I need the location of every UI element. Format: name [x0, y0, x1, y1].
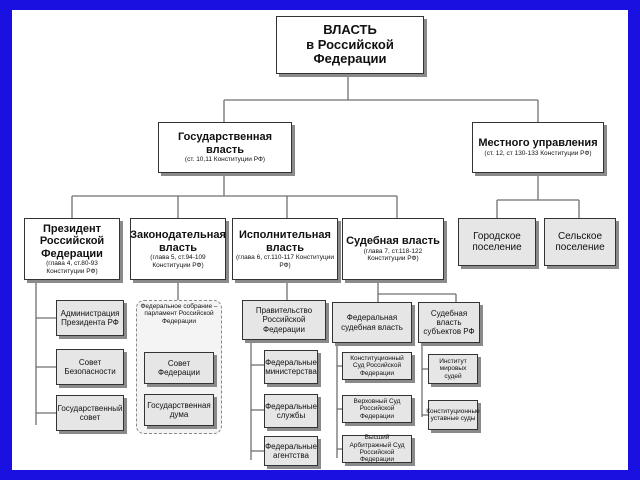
diagram-canvas: ВЛАСТЬ в Российской Федерации Государств… [12, 10, 628, 470]
root-title: ВЛАСТЬ [323, 21, 377, 37]
security-council-box: Совет Безопасности [56, 349, 124, 385]
root-power-box: ВЛАСТЬ в Российской Федерации [276, 16, 424, 74]
federal-agencies-label: Федеральные агентства [265, 441, 317, 460]
branch-legislative-title: Законодательная власть [130, 228, 226, 254]
state-power-title: Государственная власть [177, 131, 273, 156]
federal-ministries-label: Федеральные министерства [265, 357, 317, 376]
arbitration-court-label: Высший Арбитражный Суд Российской Федера… [349, 434, 405, 464]
federal-ministries-box: Федеральные министерства [264, 350, 318, 384]
federation-council-box: Совет Федерации [144, 352, 214, 384]
branch-legislative-ref: (глава 5, ст.94-109 Конституции РФ) [150, 254, 206, 269]
supreme-court-label: Верховный Суд Российской Федерации [353, 397, 401, 420]
subject-judiciary-label: Судебная власть субъектов РФ [423, 308, 475, 337]
branch-president-box: Президент Российской Федерации (глава 4,… [24, 218, 120, 280]
connector-lines [35, 74, 580, 460]
federal-judiciary-label: Федеральная судебная власть [341, 313, 403, 332]
state-duma-box: Государственная дума [144, 394, 214, 426]
state-council-label: Государственный совет [57, 403, 123, 422]
local-power-title: Местного управления [478, 137, 598, 150]
local-power-ref: (ст. 12, ст 130-133 Конституции РФ) [484, 150, 592, 158]
federal-services-box: Федеральные службы [264, 394, 318, 428]
supreme-court-box: Верховный Суд Российской Федерации [342, 395, 412, 423]
state-duma-label: Государственная дума [147, 400, 211, 419]
federal-judiciary-box: Федеральная судебная власть [332, 302, 412, 343]
branch-president-ref: (глава 4, ст.80-93 Конституции РФ) [46, 260, 98, 275]
magistrates-box: Институт мировых судей [428, 354, 478, 384]
branch-president-title: Президент Российской Федерации [39, 222, 105, 260]
constitutional-court-box: Конституционный Суд Российской Федерации [342, 352, 412, 380]
federation-council-label: Совет Федерации [158, 358, 200, 377]
government-box: Правительство Российской Федерации [242, 300, 326, 340]
state-council-box: Государственный совет [56, 395, 124, 431]
federal-services-label: Федеральные службы [265, 401, 317, 420]
branch-executive-ref: (глава 6, ст.110-117 Конституции РФ) [236, 254, 334, 269]
government-label: Правительство Российской Федерации [255, 306, 313, 334]
state-power-ref: (ст. 10,11 Конституции РФ) [184, 156, 266, 164]
constitutional-court-label: Конституционный Суд Российской Федерации [350, 354, 404, 377]
president-administration-box: Администрация Президента РФ [56, 300, 124, 336]
magistrates-label: Институт мировых судей [439, 357, 467, 380]
local-item-urban-label: Городское поселение [472, 230, 522, 254]
federal-assembly-label: Федеральное собрание – парламент Российс… [140, 303, 218, 325]
branch-judicial-ref: (глава 7, ст.118-122 Конституции РФ) [363, 247, 423, 263]
branch-judicial-box: Судебная власть (глава 7, ст.118-122 Кон… [342, 218, 444, 280]
federal-agencies-box: Федеральные агентства [264, 436, 318, 466]
branch-legislative-box: Законодательная власть (глава 5, ст.94-1… [130, 218, 226, 280]
charter-courts-box: Конституционные уставные суды [426, 400, 480, 430]
branch-executive-title: Исполнительная власть [239, 228, 331, 254]
local-item-rural: Сельское поселение [544, 218, 616, 266]
president-administration-label: Администрация Президента РФ [60, 308, 120, 327]
local-power-box: Местного управления (ст. 12, ст 130-133 … [472, 122, 604, 173]
charter-courts-label: Конституционные уставные суды [426, 407, 480, 422]
local-item-urban: Городское поселение [458, 218, 536, 266]
branch-executive-box: Исполнительная власть (глава 6, ст.110-1… [232, 218, 338, 280]
federal-assembly-text: Федеральное собрание – парламент Российс… [140, 303, 218, 325]
local-item-rural-label: Сельское поселение [555, 230, 605, 254]
state-power-box: Государственная власть (ст. 10,11 Консти… [158, 122, 292, 173]
arbitration-court-box: Высший Арбитражный Суд Российской Федера… [342, 434, 412, 464]
security-council-label: Совет Безопасности [64, 357, 116, 376]
branch-judicial-title: Судебная власть [346, 235, 440, 248]
root-subtitle: в Российской Федерации [306, 36, 394, 67]
subject-judiciary-box: Судебная власть субъектов РФ [418, 302, 480, 343]
